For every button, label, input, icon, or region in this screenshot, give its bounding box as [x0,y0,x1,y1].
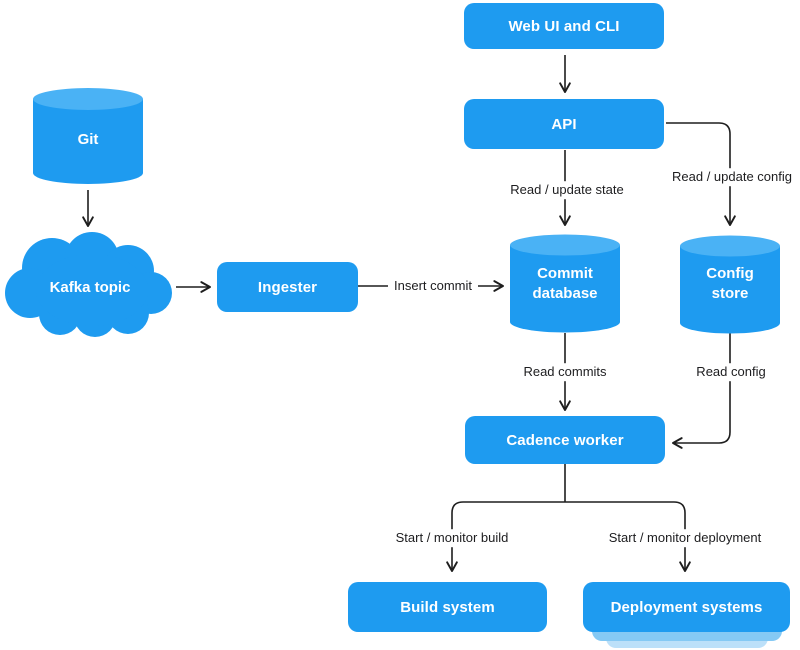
node-web-ui-and-cli: Web UI and CLI [464,3,664,49]
node-git-label: Git [77,130,99,148]
edge-label-read-update-state: Read / update state [504,181,630,199]
node-commit-database-label: Commit database [532,264,598,302]
kafka-cloud [5,232,172,337]
commit-database-cylinder [510,234,620,333]
edge-label-start-monitor-build: Start / monitor build [389,529,515,547]
edge-label-start-monitor-deployment: Start / monitor deployment [602,529,768,547]
edge-cadence-deploy [565,501,691,572]
edge-label-read-commits: Read commits [517,363,613,381]
node-deployment-systems: Deployment systems [583,582,790,632]
edge-api-configstore [666,122,736,226]
node-api: API [464,99,664,149]
config-store-cylinder [680,235,780,334]
node-build-system-label: Build system [400,598,495,616]
node-deployment-systems-label: Deployment systems [610,598,763,616]
node-ingester-label: Ingester [257,278,318,296]
node-web-ui-and-cli-label: Web UI and CLI [508,17,620,35]
edge-label-read-update-config: Read / update config [666,168,798,186]
node-api-label: API [551,115,577,133]
node-kafka-topic-label: Kafka topic [49,278,131,296]
edge-cadence-build [446,501,565,572]
node-build-system: Build system [348,582,547,632]
edge-label-insert-commit: Insert commit [387,277,479,295]
node-cadence-worker: Cadence worker [465,416,665,464]
node-config-store-label: Config store [706,264,754,302]
node-cadence-worker-label: Cadence worker [506,431,624,449]
git-cylinder [33,88,143,184]
node-ingester: Ingester [217,262,358,312]
edge-label-read-config: Read config [690,363,772,381]
edge-configstore-cadence [672,333,731,449]
